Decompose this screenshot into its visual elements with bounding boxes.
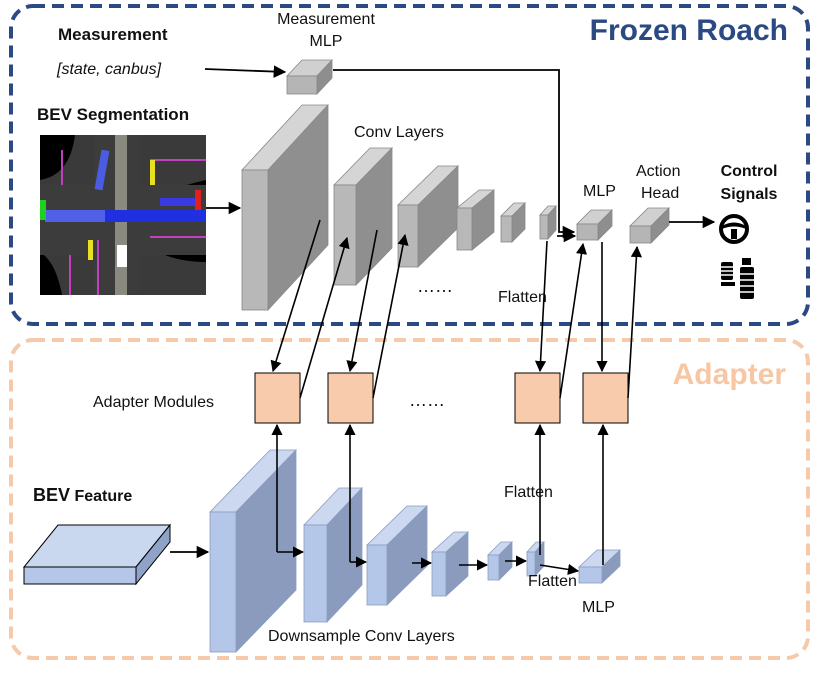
measurement-input: [state, canbus]	[56, 61, 162, 78]
conv1-to-adapter1-arrow	[270, 219, 321, 373]
measurement-mlp-label-line1: Measurement	[277, 11, 375, 28]
frozen-roach-title: Frozen Roach	[590, 14, 788, 47]
downsample-layer-2	[303, 486, 363, 624]
adapter-title: Adapter	[673, 358, 787, 391]
downsample-layer-4	[430, 531, 470, 597]
bev-feature-label: BEV Feature	[33, 485, 132, 505]
flatten-label-adapter-lower: Flatten	[528, 573, 577, 590]
downsample-layer-3	[366, 505, 428, 606]
bev-feature-bold: BEV	[33, 485, 70, 505]
measurement-mlp-block	[286, 58, 333, 96]
control-signals-line1: Control	[721, 163, 778, 180]
bev-feature-block	[22, 523, 172, 586]
flatten-label-upper: Flatten	[498, 289, 547, 306]
adapter-mlp-block	[577, 549, 622, 584]
action-head-label-line1: Action	[636, 163, 680, 180]
adapter1-to-conv2-arrow	[299, 236, 350, 399]
bev-feature-rest: Feature	[70, 488, 132, 505]
pedals-icon	[721, 258, 754, 299]
conv2-to-adapter2-arrow	[346, 229, 378, 373]
conv-layer-5	[500, 202, 526, 243]
measurement-to-mlp-arrow	[204, 65, 287, 78]
adapter-module-2	[327, 372, 374, 424]
downsample-layer-1	[209, 449, 297, 653]
adapter-modules-label: Adapter Modules	[93, 394, 214, 411]
frozen-mlp-block	[576, 209, 613, 241]
mlp-label-adapter: MLP	[582, 599, 615, 616]
adapter-region	[9, 338, 810, 660]
adapter3-to-mlp-arrow	[559, 242, 588, 399]
conv-layer-3	[397, 165, 459, 268]
frozen-dots: ……	[417, 276, 453, 296]
measurement-title: Measurement	[58, 25, 168, 44]
conv-layer-6	[539, 204, 557, 241]
flatten-label-adapter-upper: Flatten	[504, 484, 553, 501]
conv-layer-1	[241, 103, 329, 312]
downsample-layer-6	[526, 540, 545, 578]
action-head-label-line2: Head	[641, 185, 679, 202]
adapter4-to-action-head-arrow	[627, 245, 642, 399]
bev-segmentation-image	[40, 135, 206, 295]
conv-layer-2	[333, 147, 393, 286]
action-head-block	[629, 207, 670, 244]
measurement-mlp-label-line2: MLP	[310, 33, 343, 50]
adapter2-to-conv3-arrow	[372, 233, 409, 399]
adapter-module-1	[254, 372, 301, 424]
downsample-conv-layers-label: Downsample Conv Layers	[268, 628, 455, 645]
frozen-roach-region	[9, 4, 810, 326]
adapter-module-3	[514, 372, 561, 424]
bev-segmentation-title: BEV Segmentation	[37, 105, 189, 124]
control-signals-line2: Signals	[721, 186, 778, 203]
adapter-dots: ……	[409, 390, 445, 410]
adapter-module-4	[582, 372, 629, 424]
ds6-to-mlp-arrow	[539, 563, 580, 575]
conv-layers-label: Conv Layers	[354, 124, 444, 141]
flatten-to-adapter3-arrow	[534, 240, 548, 373]
steering-wheel-icon	[719, 214, 749, 244]
mlp-label-upper: MLP	[583, 183, 616, 200]
conv-layer-4	[455, 189, 496, 251]
